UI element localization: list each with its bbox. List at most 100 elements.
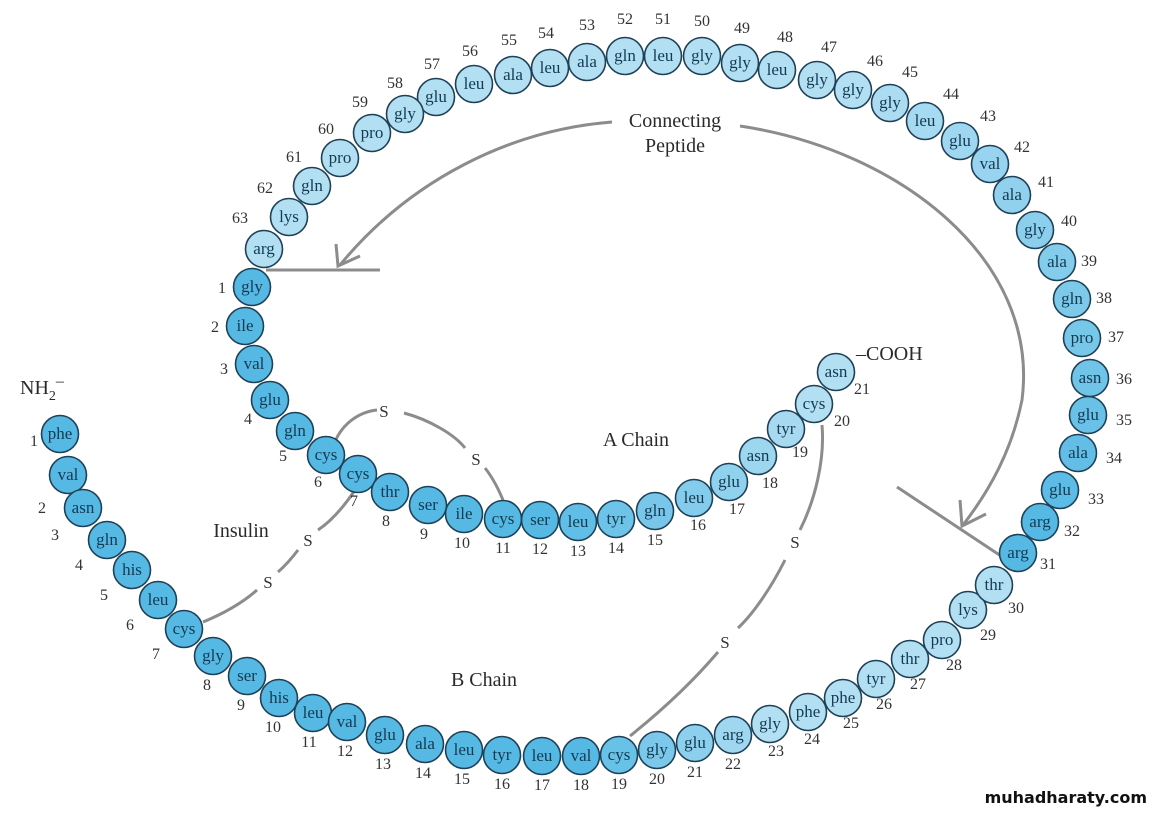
residue-number: 41 xyxy=(1038,174,1054,191)
residue-number: 52 xyxy=(617,11,633,28)
connecting-arrow-right xyxy=(739,124,1025,526)
residue-name: arg xyxy=(1007,543,1029,562)
residue-circle xyxy=(48,455,88,495)
residue-circle xyxy=(738,436,778,476)
residue-circle xyxy=(596,499,636,539)
residue-number: 9 xyxy=(237,697,245,714)
disulfide-a7-b7-seg2 xyxy=(277,549,300,574)
residue-name: val xyxy=(58,465,79,484)
c-terminus-label: –COOH xyxy=(855,343,923,365)
residue-number: 18 xyxy=(573,777,589,794)
residue-name: gly xyxy=(759,714,781,733)
residue-circle xyxy=(365,715,405,755)
residue-connecting-peptide-31: arg 31 xyxy=(998,533,1056,573)
residue-number: 13 xyxy=(375,756,391,773)
residue-name: ala xyxy=(577,52,597,71)
residue-circle xyxy=(338,454,378,494)
n-terminus-superscript: – xyxy=(55,373,65,390)
residue-circle xyxy=(948,590,988,630)
residue-name: cys xyxy=(347,464,370,483)
residue-number: 53 xyxy=(579,17,595,34)
residue-name: gly xyxy=(1024,220,1046,239)
residue-b-chain-25: phe 25 xyxy=(823,678,863,732)
residue-number: 31 xyxy=(1040,556,1056,573)
residue-number: 24 xyxy=(804,731,820,748)
residue-number: 14 xyxy=(608,540,624,557)
residue-name: glu xyxy=(259,390,281,409)
residue-name: leu xyxy=(148,590,169,609)
residue-number: 18 xyxy=(762,475,778,492)
residue-circle xyxy=(713,715,753,755)
residue-a-chain-10: ile 10 xyxy=(444,494,484,552)
residue-number: 1 xyxy=(218,280,226,297)
residue-circle xyxy=(370,472,410,512)
residue-name: arg xyxy=(1029,512,1051,531)
residue-name: glu xyxy=(425,87,447,106)
residue-name: ala xyxy=(1047,252,1067,271)
residue-circle xyxy=(856,659,896,699)
residue-circle xyxy=(275,411,315,451)
sulfur-label: S xyxy=(471,450,480,469)
residue-circle xyxy=(599,735,639,775)
disulfide-a20-b19-seg2 xyxy=(736,559,787,630)
residue-number: 12 xyxy=(532,541,548,558)
residue-circle xyxy=(444,730,484,770)
residue-number: 25 xyxy=(843,715,859,732)
residue-name: lys xyxy=(279,207,299,226)
residue-circle xyxy=(1037,242,1077,282)
residue-number: 15 xyxy=(454,771,470,788)
residue-name: phe xyxy=(831,688,856,707)
residue-name: ile xyxy=(456,504,473,523)
residue-name: ser xyxy=(418,495,438,514)
residue-name: cys xyxy=(315,445,338,464)
residue-name: gly xyxy=(729,53,751,72)
residue-circle xyxy=(709,462,749,502)
residue-name: leu xyxy=(303,703,324,722)
residue-circle xyxy=(643,36,683,76)
residue-circle xyxy=(870,83,910,123)
residue-circle xyxy=(244,229,284,269)
connecting-peptide-label-line1: Connecting xyxy=(629,110,721,132)
residue-number: 20 xyxy=(649,771,665,788)
residue-number: 7 xyxy=(350,493,358,510)
sulfur-label: S xyxy=(790,533,799,552)
residue-circle xyxy=(1040,470,1080,510)
residue-circle xyxy=(454,64,494,104)
residue-name: leu xyxy=(684,488,705,507)
residue-name: gly xyxy=(394,104,416,123)
residue-number: 10 xyxy=(454,535,470,552)
residue-name: pro xyxy=(329,148,352,167)
residue-name: gln xyxy=(96,530,118,549)
residue-number: 21 xyxy=(854,381,870,398)
residue-number: 57 xyxy=(424,56,440,73)
residue-number: 8 xyxy=(203,677,211,694)
residue-name: thr xyxy=(381,482,400,501)
residue-number: 4 xyxy=(244,411,252,428)
disulfide-a7-b7-seg3 xyxy=(202,588,258,624)
disulfide-a6-a11-seg2 xyxy=(403,411,467,449)
